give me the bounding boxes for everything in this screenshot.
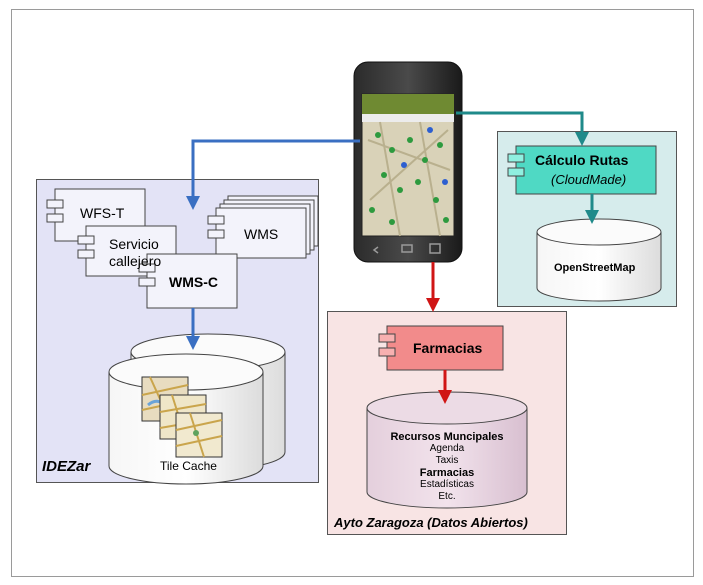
recursos-cylinder	[366, 391, 528, 509]
blue-arrowheads	[186, 196, 200, 350]
wfst-label: WFS-T	[80, 205, 125, 221]
blue-arrows	[191, 139, 360, 338]
teal-arrows	[456, 111, 594, 212]
teal-arrowheads	[575, 132, 599, 224]
wms-stack	[207, 195, 319, 259]
cloudmade-label: (CloudMade)	[551, 172, 627, 187]
ayto-label: Ayto Zaragoza (Datos Abiertos)	[334, 515, 528, 530]
calculo-label: Cálculo Rutas	[535, 152, 629, 168]
recursos-item-taxis: Taxis	[435, 455, 459, 466]
recursos-list: Recursos Muncipales Agenda Taxis Farmaci…	[367, 431, 527, 503]
map-tiles	[141, 376, 223, 458]
diagram-frame	[11, 9, 694, 577]
red-arrows	[431, 262, 447, 392]
recursos-item-estadisticas: Estadísticas	[420, 479, 474, 490]
wms-label: WMS	[244, 226, 279, 242]
recursos-item-etc: Etc.	[438, 491, 456, 502]
idezar-label: IDEZar	[42, 458, 91, 475]
wmsc-label: WMS-C	[169, 274, 218, 290]
farmacias-label: Farmacias	[413, 340, 483, 356]
recursos-item-farmacias: Farmacias	[419, 467, 475, 479]
osm-label: OpenStreetMap	[554, 262, 636, 274]
recursos-title: Recursos Muncipales	[390, 431, 504, 443]
osm-cylinder	[536, 218, 662, 302]
recursos-item-agenda: Agenda	[429, 443, 465, 454]
farmacias-component	[378, 325, 504, 371]
red-arrowheads	[426, 298, 452, 404]
servicio-box	[77, 225, 177, 277]
calculo-component	[507, 145, 657, 195]
smartphone	[353, 61, 463, 263]
wmsc-box	[138, 253, 238, 309]
tile-cache-label: Tile Cache	[160, 459, 217, 473]
servicio-label-line1: Servicio	[109, 236, 159, 252]
servicio-label-line2: callejero	[109, 253, 162, 269]
